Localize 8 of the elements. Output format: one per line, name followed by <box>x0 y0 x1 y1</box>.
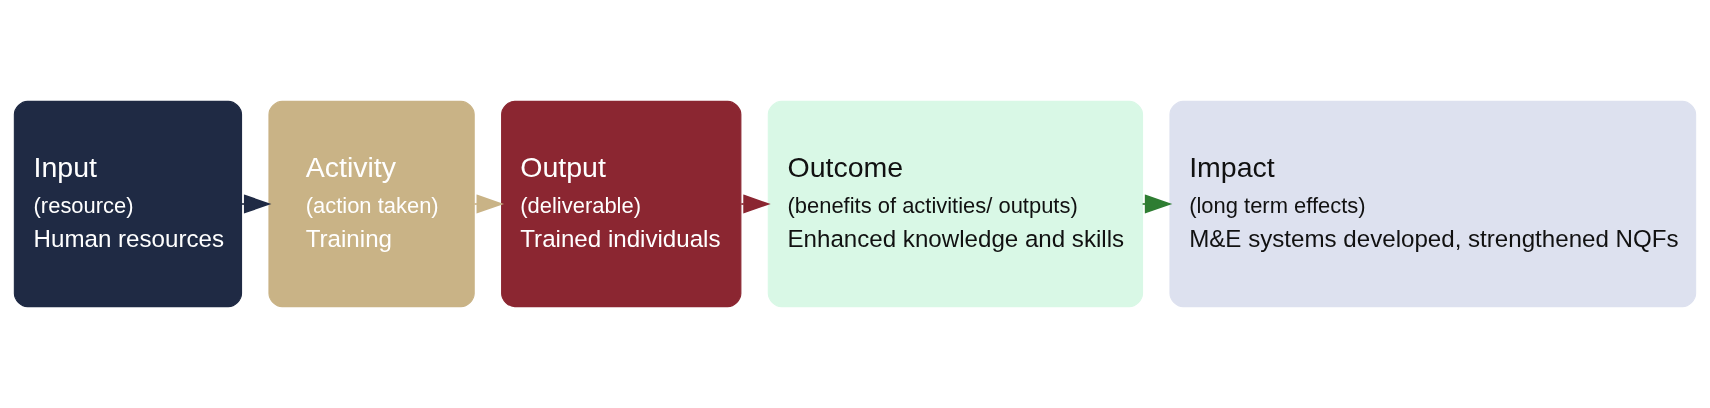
node-box: Input (resource) Human resources <box>13 100 243 308</box>
node-box: Output (deliverable) Trained individuals <box>501 100 742 308</box>
arrow <box>473 194 504 214</box>
arrow <box>740 194 771 214</box>
node-box: Impact (long term effects) M&E systems developed, strengthened NQFs <box>1169 100 1697 308</box>
arrow <box>243 194 272 214</box>
node-box: Activity (action taken) Training <box>268 100 475 308</box>
node-box: Outcome (benefits of activities/ outputs) Enhanced knowledge and skills <box>767 100 1144 308</box>
